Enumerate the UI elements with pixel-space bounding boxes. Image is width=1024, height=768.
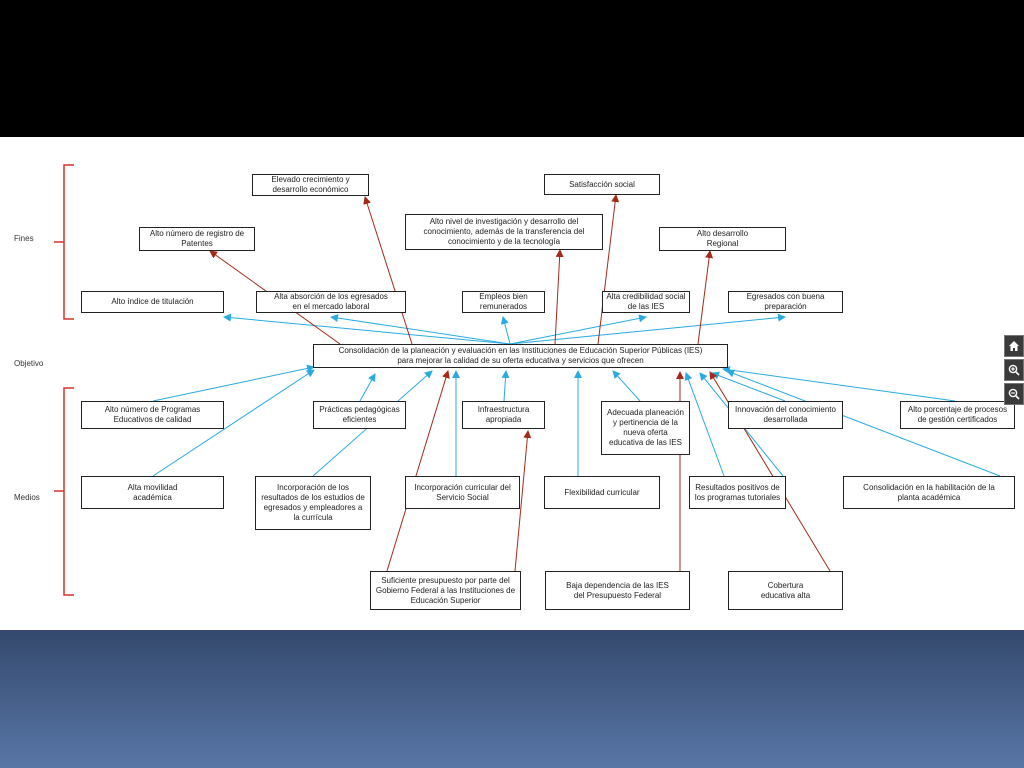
home-icon [1009, 341, 1019, 351]
bracket-medios [54, 387, 74, 596]
connector-arrow-11 [152, 364, 315, 402]
diagram-canvas: Fines Objetivo Medios Elevado crecimient… [0, 137, 1024, 630]
connector-arrow-0 [223, 313, 511, 345]
bottom-gradient-band [0, 630, 1024, 768]
box-planeacion-pertinencia: Adecuada planeación y pertinencia de la … [601, 401, 690, 455]
connector-arrow-15 [711, 371, 786, 402]
connector-arrow-21 [684, 372, 725, 477]
connector-arrow-23 [386, 370, 450, 572]
box-estudios-egresados: Incorporación de los resultados de los e… [255, 476, 371, 530]
bracket-fines [54, 164, 74, 320]
box-objetivo-central: Consolidación de la planeación y evaluac… [313, 344, 728, 368]
top-black-band [0, 0, 1024, 137]
connector-arrow-7 [554, 249, 564, 345]
box-registro-patentes: Alto número de registro de Patentes [139, 227, 255, 251]
box-innovacion-conocimiento: Innovación del conocimiento desarrollada [728, 401, 843, 429]
connector-arrow-4 [509, 313, 786, 345]
box-investigacion-desarrollo: Alto nivel de investigación y desarrollo… [405, 214, 603, 250]
box-credibilidad-social: Alta credibilidad social de las IES [602, 291, 690, 313]
connector-arrow-14 [612, 370, 641, 402]
connector-arrow-1 [330, 314, 511, 345]
connector-arrow-12 [359, 373, 376, 402]
box-elevado-crecimiento: Elevado crecimiento y desarrollo económi… [252, 174, 369, 196]
box-procesos-gestion: Alto porcentaje de procesos de gestión c… [900, 401, 1015, 429]
connector-arrow-8 [597, 194, 620, 345]
connector-arrow-16 [722, 365, 956, 402]
connector-layer [54, 164, 1001, 596]
connector-arrow-24 [514, 430, 532, 572]
box-movilidad-academica: Alta movilidad académica [81, 476, 224, 509]
label-objetivo: Objetivo [14, 359, 44, 368]
box-indice-titulacion: Alto índice de titulación [81, 291, 224, 313]
label-medios: Medios [14, 493, 40, 502]
box-presupuesto-federal: Suficiente presupuesto por parte del Gob… [370, 571, 521, 610]
connector-arrow-2 [500, 316, 511, 345]
connector-arrow-3 [509, 314, 647, 345]
zoom-out-icon [1008, 388, 1020, 400]
connector-arrow-9 [697, 250, 714, 345]
home-button[interactable] [1004, 335, 1024, 357]
label-fines: Fines [14, 234, 34, 243]
connector-arrow-17 [726, 369, 1001, 477]
box-programas-tutoriales: Resultados positivos de los programas tu… [689, 476, 786, 509]
box-desarrollo-regional: Alto desarrollo Regional [659, 227, 786, 251]
box-infraestructura: Infraestructura apropiada [462, 401, 545, 429]
box-programas-calidad: Alto número de Programas Educativos de c… [81, 401, 224, 429]
zoom-out-button[interactable] [1004, 383, 1024, 405]
zoom-in-button[interactable] [1004, 359, 1024, 381]
box-servicio-social: Incorporación curricular del Servicio So… [405, 476, 520, 509]
box-empleos-remunerados: Empleos bien remunerados [462, 291, 545, 313]
box-baja-dependencia: Baja dependencia de las IES del Presupue… [545, 571, 690, 610]
connector-arrow-5 [363, 196, 413, 345]
box-cobertura-educativa: Cobertura educativa alta [728, 571, 843, 610]
connector-arrow-13 [501, 370, 510, 402]
box-practicas-pedagogicas: Prácticas pedagógicas eficientes [313, 401, 406, 429]
box-satisfaccion-social: Satisfacción social [544, 174, 660, 195]
box-absorcion-egresados: Alta absorción de los egresados en el me… [256, 291, 406, 313]
box-egresados-preparacion: Egresados con buena preparación [728, 291, 843, 313]
box-habilitacion-planta: Consolidación en la habilitación de la p… [843, 476, 1015, 509]
zoom-in-icon [1008, 364, 1020, 376]
connector-arrow-10 [152, 369, 315, 477]
box-flexibilidad-curricular: Flexibilidad curricular [544, 476, 660, 509]
